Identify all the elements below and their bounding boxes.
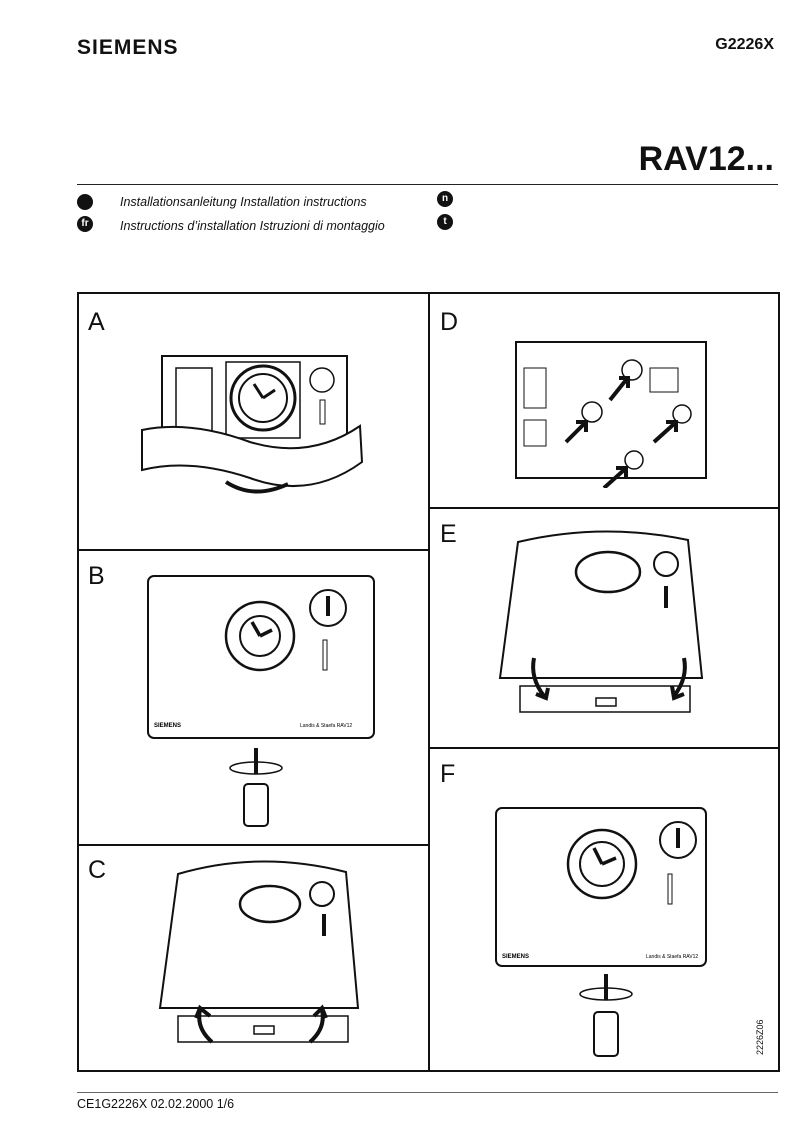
device-brand-label-b: SIEMENS	[154, 723, 181, 729]
device-model-label-b: Landis & Staefa RAV12	[300, 723, 352, 729]
siemens-logo: SIEMENS	[77, 36, 179, 59]
illustration-e-cover-removal	[498, 530, 704, 713]
illustration-d-base-screws	[515, 341, 707, 488]
language-badge-n: n	[437, 191, 453, 207]
device-brand-label-f: SIEMENS	[502, 954, 529, 960]
document-number: G2226X	[715, 36, 774, 53]
illustration-a-base-mounting	[141, 355, 364, 494]
illustration-f-device-front: SIEMENS Landis & Staefa RAV12	[495, 807, 707, 1057]
panel-label-b: B	[88, 562, 105, 590]
panel-label-d: D	[440, 308, 459, 336]
panel-label-f: F	[440, 760, 456, 788]
footer-reference: CE1G2226X 02.02.2000 1/6	[77, 1097, 235, 1111]
divider-a-b	[77, 549, 429, 551]
divider-e-f	[428, 747, 780, 749]
header-divider	[77, 184, 778, 185]
language-row-1-text: Installationsanleitung Installation inst…	[120, 195, 367, 209]
divider-b-c	[77, 844, 429, 846]
frame-vertical-divider	[428, 292, 430, 1072]
language-row-2-text: Instructions d’installation Istruzioni d…	[120, 219, 385, 233]
language-badge-de	[77, 194, 93, 210]
illustration-b-device-front: SIEMENS Landis & Staefa RAV12	[147, 575, 375, 827]
panel-label-a: A	[88, 308, 105, 336]
product-title: RAV12...	[638, 140, 774, 178]
language-badge-t: t	[437, 214, 453, 230]
panel-label-e: E	[440, 520, 457, 548]
footer-divider	[77, 1092, 778, 1093]
illustration-c-cover-fitting	[158, 860, 360, 1044]
panel-label-c: C	[88, 856, 107, 884]
divider-d-e	[428, 507, 780, 509]
device-model-label-f: Landis & Staefa RAV12	[646, 954, 698, 960]
figure-code: 2226Z06	[755, 1019, 765, 1055]
language-badge-fr: fr	[77, 216, 93, 232]
